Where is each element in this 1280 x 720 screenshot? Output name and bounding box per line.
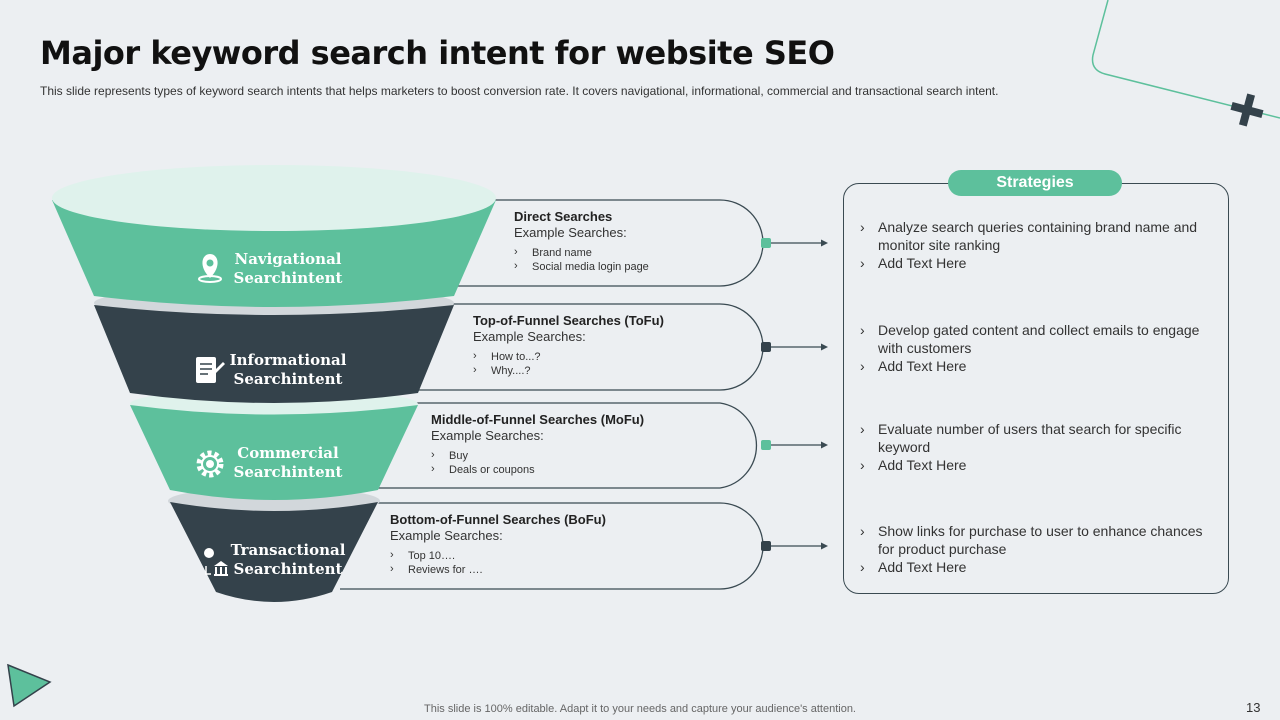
funnel-label-line: Commercial xyxy=(237,444,339,462)
search-bullet: How to...? xyxy=(473,349,664,364)
money-bank-icon xyxy=(204,548,228,576)
page-number: 13 xyxy=(1246,700,1261,715)
strategy-text: Evaluate number of users that search for… xyxy=(860,420,1210,456)
search-item-bofu: Bottom-of-Funnel Searches (BoFu) Example… xyxy=(390,512,606,577)
strategy-text: Add Text Here xyxy=(860,357,1210,375)
search-bullet: Buy xyxy=(431,448,644,463)
strategy-item-1: Analyze search queries containing brand … xyxy=(860,218,1210,272)
search-item-direct: Direct Searches Example Searches: Brand … xyxy=(514,209,649,274)
search-bullet: Reviews for …. xyxy=(390,562,606,577)
strategy-text: Analyze search queries containing brand … xyxy=(860,218,1210,254)
strategy-text: Add Text Here xyxy=(860,456,1210,474)
strategy-text: Develop gated content and collect emails… xyxy=(860,321,1210,357)
search-heading: Top-of-Funnel Searches (ToFu) xyxy=(473,313,664,328)
strategy-text: Add Text Here xyxy=(860,558,1210,576)
funnel-label-transactional: Transactional Searchintent xyxy=(228,541,348,579)
arrow-3 xyxy=(761,440,828,450)
search-bullet: Deals or coupons xyxy=(431,462,644,477)
funnel-label-line: Searchintent xyxy=(233,560,343,578)
funnel-segment-3 xyxy=(130,405,418,500)
document-icon xyxy=(196,357,225,383)
funnel-label-line: Informational xyxy=(229,351,347,369)
connector-3 xyxy=(370,402,758,489)
footer-note: This slide is 100% editable. Adapt it to… xyxy=(424,703,856,715)
search-example-label: Example Searches: xyxy=(473,329,586,344)
funnel-segment-1 xyxy=(52,200,496,307)
funnel-label-line: Navigational xyxy=(234,250,342,268)
funnel-label-line: Transactional xyxy=(230,541,346,559)
strategy-item-3: Evaluate number of users that search for… xyxy=(860,420,1210,474)
funnel-segment-2 xyxy=(94,305,454,403)
funnel-segment-4 xyxy=(170,502,378,602)
search-heading: Middle-of-Funnel Searches (MoFu) xyxy=(431,412,645,427)
search-bullet: Top 10…. xyxy=(390,548,606,563)
arrow-2 xyxy=(761,342,828,352)
search-example-label: Example Searches: xyxy=(431,428,544,443)
search-item-mofu: Middle-of-Funnel Searches (MoFu) Example… xyxy=(431,412,644,477)
funnel-label-informational: Informational Searchintent xyxy=(228,351,348,389)
strategy-item-4: Show links for purchase to user to enhan… xyxy=(860,522,1210,576)
strategies-title: Strategies xyxy=(948,170,1122,196)
strategy-text: Add Text Here xyxy=(860,254,1210,272)
strategy-item-2: Develop gated content and collect emails… xyxy=(860,321,1210,375)
funnel-label-line: Searchintent xyxy=(233,269,343,287)
page-subtitle: This slide represents types of keyword s… xyxy=(40,84,999,98)
search-bullet: Brand name xyxy=(514,245,649,260)
plus-icon xyxy=(1230,93,1264,127)
search-heading: Bottom-of-Funnel Searches (BoFu) xyxy=(390,512,606,527)
funnel-top-rim xyxy=(52,165,496,231)
arrow-4 xyxy=(761,541,828,551)
corner-triangle xyxy=(7,663,52,708)
page-title: Major keyword search intent for website … xyxy=(40,34,835,72)
search-heading: Direct Searches xyxy=(514,209,613,224)
funnel-label-navigational: Navigational Searchintent xyxy=(228,250,348,288)
gear-icon xyxy=(196,450,224,478)
funnel-label-line: Searchintent xyxy=(233,463,343,481)
funnel-label-line: Searchintent xyxy=(233,370,343,388)
strategy-text: Show links for purchase to user to enhan… xyxy=(860,522,1210,558)
search-bullet: Social media login page xyxy=(514,259,649,274)
search-example-label: Example Searches: xyxy=(514,225,627,240)
corner-line xyxy=(1091,0,1280,119)
funnel-label-commercial: Commercial Searchintent xyxy=(228,444,348,482)
arrow-1 xyxy=(761,238,828,248)
search-bullet: Why....? xyxy=(473,363,664,378)
search-item-tofu: Top-of-Funnel Searches (ToFu) Example Se… xyxy=(473,313,664,378)
location-pin-icon xyxy=(198,254,222,283)
search-example-label: Example Searches: xyxy=(390,528,503,543)
